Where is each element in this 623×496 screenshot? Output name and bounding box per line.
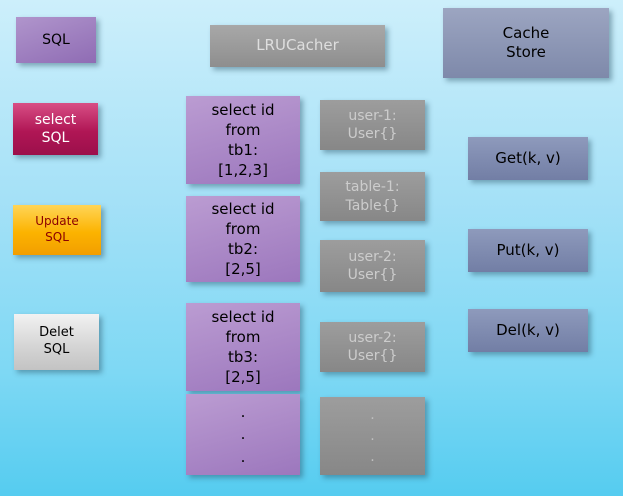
cache-store-box: Cache Store: [443, 8, 609, 78]
get-operation-box: Get(k, v): [468, 137, 588, 180]
put-operation-box: Put(k, v): [468, 229, 588, 272]
del-operation-box: Del(k, v): [468, 309, 588, 352]
update-sql-box: Update SQL: [13, 205, 101, 255]
lru-cacher-box: LRUCacher: [210, 25, 385, 67]
cache-entry-ellipsis-box: . . .: [320, 397, 425, 475]
select-sql-box: select SQL: [13, 103, 98, 155]
cache-entry-user1-box: user-1: User{}: [320, 100, 425, 150]
delete-sql-box: Delet SQL: [14, 314, 99, 370]
query-tb1-box: select id from tb1: [1,2,3]: [186, 96, 300, 184]
query-tb3-box: select id from tb3: [2,5]: [186, 303, 300, 391]
query-tb2-box: select id from tb2: [2,5]: [186, 196, 300, 282]
cache-entry-table1-box: table-1: Table{}: [320, 172, 425, 221]
cache-entry-user2-box: user-2: User{}: [320, 240, 425, 292]
cache-entry-user2b-box: user-2: User{}: [320, 322, 425, 372]
sql-box: SQL: [16, 17, 96, 63]
query-ellipsis-box: . . .: [186, 394, 300, 475]
